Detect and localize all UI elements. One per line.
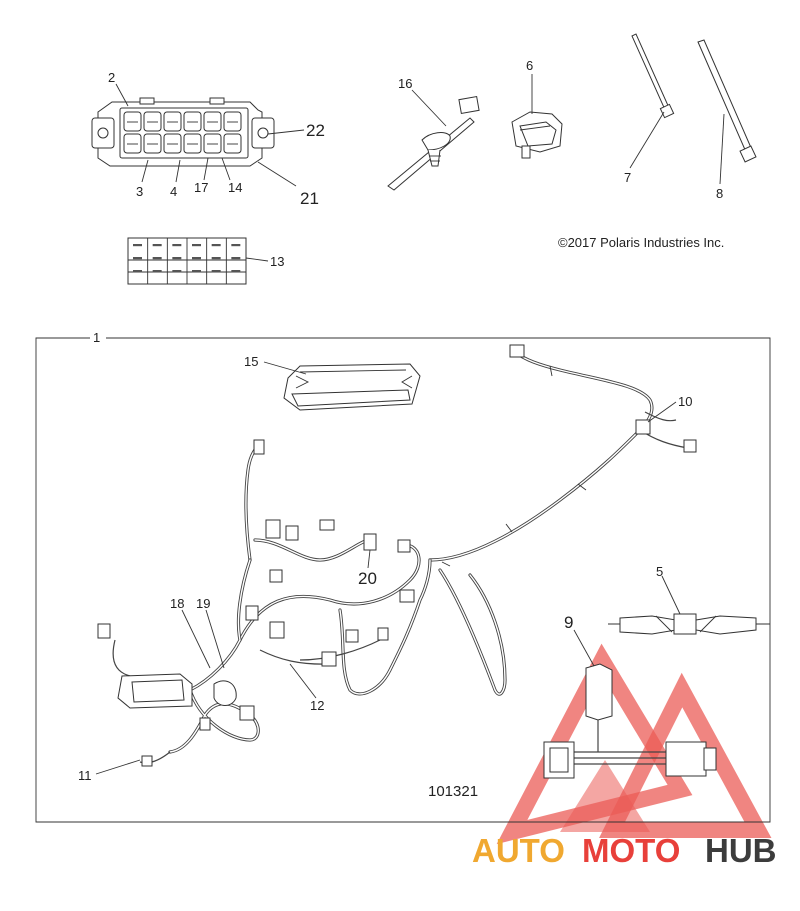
callout-8: 8 (716, 186, 723, 201)
callout-2: 2 (108, 70, 115, 85)
callout-16: 16 (398, 76, 412, 91)
callout-7: 7 (624, 170, 631, 185)
fuse-slot (223, 111, 242, 132)
label-print-mark (152, 244, 162, 247)
callout-5: 5 (656, 564, 663, 579)
label-print-mark (172, 244, 182, 247)
callout-14: 14 (228, 180, 242, 195)
cable-tie-short (631, 33, 675, 119)
label-print-mark (192, 270, 201, 273)
watermark-moto: MOTO (582, 832, 680, 869)
copyright-text: ©2017 Polaris Industries Inc. (558, 235, 724, 250)
fuse-slot (183, 133, 202, 154)
label-print-mark (231, 257, 241, 260)
fuse-box (91, 97, 275, 167)
label-print-mark (231, 244, 241, 247)
assembly-frame (35, 337, 771, 823)
callout-12: 12 (310, 698, 324, 713)
watermark-text: AUTO MOTO HUB (472, 832, 777, 869)
leader-lines (95, 74, 725, 775)
label-print-mark (211, 257, 221, 260)
label-print-mark (133, 244, 142, 247)
label-print-mark (211, 244, 221, 247)
fuse-slot (123, 133, 142, 154)
fuse-slot (163, 111, 182, 132)
callout-10: 10 (678, 394, 692, 409)
callout-3: 3 (136, 184, 143, 199)
callout-6: 6 (526, 58, 533, 73)
fuse-slot (183, 111, 202, 132)
cable-tie-clip (387, 95, 480, 191)
fuse-slot (143, 111, 162, 132)
inline-fuse-holder (608, 613, 770, 635)
callout-21: 21 (300, 189, 319, 208)
fuse-slot (163, 133, 182, 154)
label-print-mark (192, 257, 201, 260)
label-print-mark (172, 257, 182, 260)
wiring-harness (97, 344, 697, 767)
callout-22: 22 (306, 121, 325, 140)
callout-4: 4 (170, 184, 177, 199)
label-print-mark (211, 270, 221, 273)
fuse-slot (223, 133, 242, 154)
label-print-mark (152, 270, 162, 273)
callout-11: 11 (78, 768, 92, 783)
cable-tie-long (697, 39, 757, 163)
label-print-mark (152, 257, 162, 260)
fuse-slot (203, 133, 222, 154)
connector-clip (511, 111, 563, 159)
fuse-label-decal (127, 237, 247, 285)
callout-15: 15 (244, 354, 258, 369)
label-print-mark (133, 270, 142, 273)
callout-9: 9 (564, 613, 573, 632)
callout-18: 18 (170, 596, 184, 611)
cover-housing (283, 363, 421, 411)
figure-number: 101321 (428, 783, 478, 800)
callout-13: 13 (270, 254, 284, 269)
label-print-mark (192, 244, 201, 247)
fuse-slot (203, 111, 222, 132)
sub-harness (543, 663, 717, 779)
callout-1: 1 (93, 330, 100, 345)
label-print-mark (231, 270, 241, 273)
label-print-mark (172, 270, 182, 273)
callout-17: 17 (194, 180, 208, 195)
watermark-hub: HUB (705, 832, 777, 869)
callout-20: 20 (358, 569, 377, 588)
callout-19: 19 (196, 596, 210, 611)
watermark-auto: AUTO (472, 832, 565, 869)
fuse-slot (123, 111, 142, 132)
label-print-mark (133, 257, 142, 260)
fuse-slot (143, 133, 162, 154)
